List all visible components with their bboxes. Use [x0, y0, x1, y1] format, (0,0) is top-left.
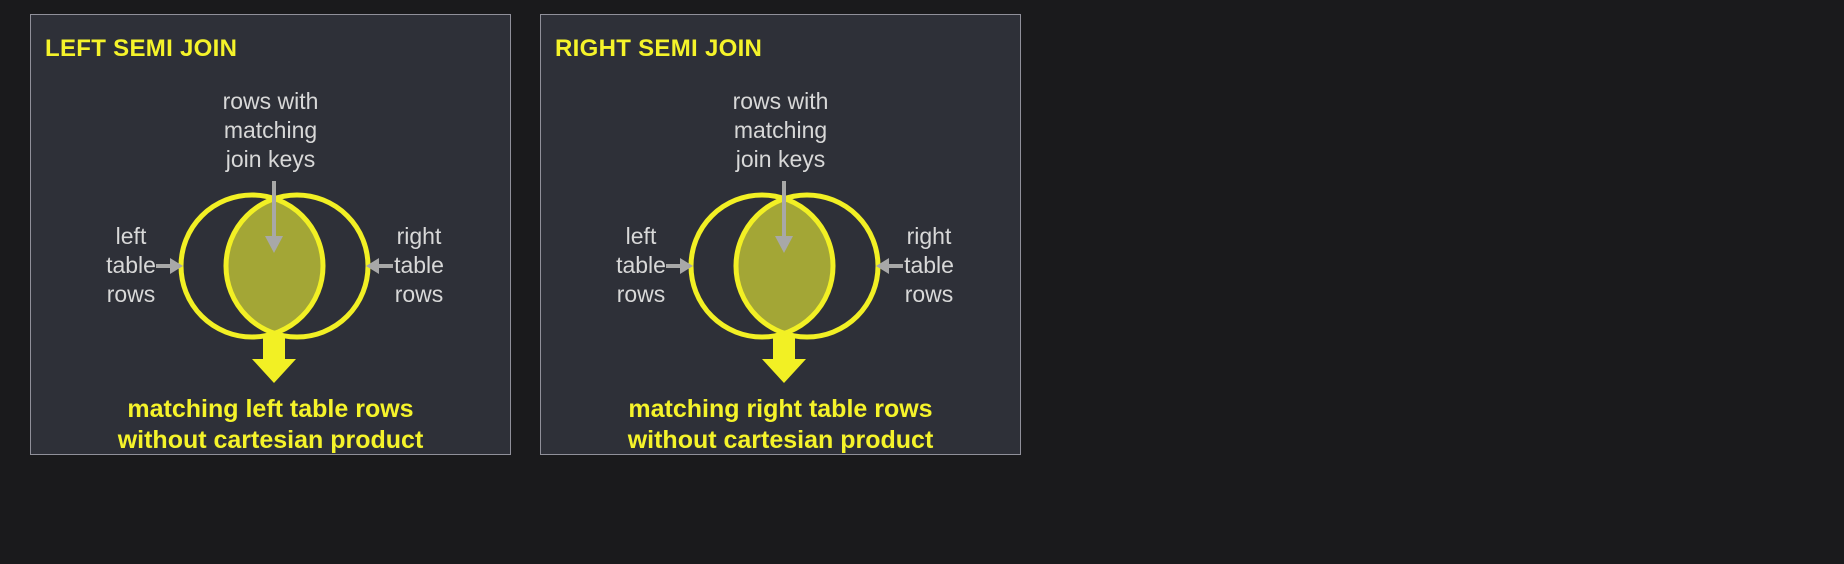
left-table-rows-label: left table rows [616, 223, 666, 307]
right-arrow-icon [876, 258, 903, 274]
right-table-rows-label: right table rows [394, 223, 444, 307]
down-arrow-icon [252, 336, 296, 383]
result-label: matching right table rows without cartes… [627, 395, 934, 454]
left-arrow-icon [156, 258, 183, 274]
right-semi-join-panel: RIGHT SEMI JOIN rows with matching join … [540, 14, 1021, 455]
matching-join-keys-label: rows with matching join keys [222, 88, 319, 172]
intersection-region [226, 198, 323, 334]
left-arrow-icon [666, 258, 693, 274]
right-arrow-icon [366, 258, 393, 274]
left-table-rows-label: left table rows [106, 223, 156, 307]
matching-join-keys-label: rows with matching join keys [732, 88, 829, 172]
panel-title: RIGHT SEMI JOIN [555, 35, 763, 62]
intersection-region [736, 198, 833, 334]
left-semi-join-panel: LEFT SEMI JOIN rows with matching join k… [30, 14, 511, 455]
panel-title: LEFT SEMI JOIN [45, 35, 238, 62]
down-arrow-icon [762, 336, 806, 383]
right-table-rows-label: right table rows [904, 223, 954, 307]
top-arrow-icon [265, 181, 283, 253]
venn-diagram [666, 181, 903, 383]
top-arrow-icon [775, 181, 793, 253]
result-label: matching left table rows without cartesi… [117, 395, 424, 454]
venn-diagram [156, 181, 393, 383]
